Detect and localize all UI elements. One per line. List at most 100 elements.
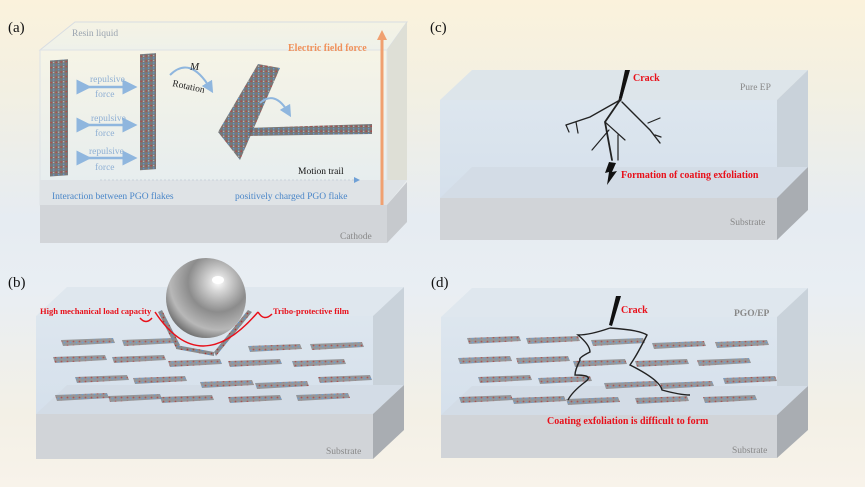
electric-field-arrowhead [377,30,387,40]
pgo-flake [566,397,620,405]
coating-side-face-c [777,70,808,198]
exfoliation-label-d: Coating exfoliation is difficult to form [547,416,709,427]
motion-trail-label: Motion trail [298,167,344,177]
panel-label-b: (b) [8,275,26,291]
substrate-top-face-b [36,385,404,414]
film-label: Tribo-protective film [273,306,349,316]
pgo-flake [703,395,757,403]
force-label-1: force [95,89,115,100]
pgo-flake-flat [248,124,372,136]
panel-label-c: (c) [430,20,447,36]
cathode-side [387,182,407,243]
crack-tip-d [609,296,621,326]
settle-arrow-icon [259,97,292,118]
pgo-flake [318,375,372,383]
load-capacity-label: High mechanical load capacity [40,306,152,316]
substrate-front-face-d [441,415,777,458]
film-pointer-icon [257,311,273,319]
film-flake-bottom [176,345,214,356]
panel-label-a: (a) [8,20,25,36]
pgo-flake [459,395,513,403]
ball-highlight [212,276,224,284]
steel-ball [166,258,246,338]
moment-label: M [189,61,200,73]
pgo-flake [310,342,364,350]
panel-d: (d) Crack PGO/EP Coating exfoliation is … [431,275,808,458]
force-label-3: force [95,162,115,173]
substrate-side-face-c [777,167,808,240]
pgo-flake [160,395,214,403]
pgo-flake [255,381,309,389]
pgo-flake [697,358,751,366]
pgo-flake [467,336,521,344]
pgo-flake [538,376,592,384]
pgo-flake [604,381,658,389]
panel-c: (c) Crack Pure EP Formation of coating e… [430,20,808,240]
pgo-flake [512,396,566,404]
substrate-front-face-c [440,198,777,240]
substrate-side-face-d [777,386,808,458]
pgo-flake [723,376,777,384]
pgo-flake [108,394,162,402]
panel-b: (b) High mechanical load capacity Tribo-… [8,258,404,459]
pgo-flake [228,395,282,403]
substrate-label-d: Substrate [732,446,767,456]
substrate-top-face-c [440,167,808,198]
substrate-label-b: Substrate [326,447,361,457]
substrate-label-c: Substrate [730,218,765,228]
cathode-label: Cathode [340,232,372,242]
load-pointer-icon [139,317,153,323]
pgo-flake [168,359,222,367]
pgo-flake-vertical-2 [140,53,156,171]
interaction-label: Interaction between PGO flakes [52,191,174,202]
panel-label-d: (d) [431,275,449,291]
material-label-c: Pure EP [740,83,771,93]
film-flake-right [214,310,252,356]
positive-flake-label: positively charged PGO flake [235,191,347,202]
resin-liquid-label: Resin liquid [72,29,118,39]
cathode-front [40,205,387,243]
pgo-flake [573,359,627,367]
crack-path-d [567,327,691,401]
pgo-flake [516,356,570,364]
panel-a: (a) Resin liquid Electric field force re… [8,20,408,243]
pgo-flakes-d [458,336,777,405]
pgo-flake [112,355,166,363]
pgo-flakes-b [53,338,372,403]
pgo-flake [133,376,187,384]
pgo-flake-vertical-1 [50,59,68,177]
substrate-top-face-d [441,386,808,415]
pgo-flake [200,380,254,388]
pgo-flake [53,355,107,363]
electric-field-label: Electric field force [288,43,367,54]
pgo-flake [292,359,346,367]
pgo-flake [55,393,109,401]
pgo-flake [75,375,129,383]
pgo-flake [228,359,282,367]
rotation-arrow-icon [169,66,214,94]
repulsive-label-3: repulsive [89,147,124,157]
pgo-flake [296,393,350,401]
pgo-flake [635,359,689,367]
pgo-flake [458,356,512,364]
pgo-flake [652,341,706,349]
crack-label-d: Crack [621,305,648,316]
motion-trail-arrowhead [354,177,360,183]
repulsive-label-2: repulsive [91,114,126,124]
pgo-flake [591,338,645,346]
pgo-flake [715,340,769,348]
substrate-front-face-b [36,414,373,459]
repulsive-label-1: repulsive [90,75,125,85]
crack-label-c: Crack [633,73,660,84]
cathode-top [40,180,407,205]
film-outline [154,311,259,347]
pgo-flake [122,338,176,346]
crack-tip-top-c [619,70,630,98]
pgo-flake [526,336,580,344]
substrate-side-face-b [373,385,404,459]
crack-tip-bottom-c [605,162,617,185]
pgo-flake [660,381,714,389]
coating-side-face-b [373,287,404,414]
pgo-flake [478,375,532,383]
